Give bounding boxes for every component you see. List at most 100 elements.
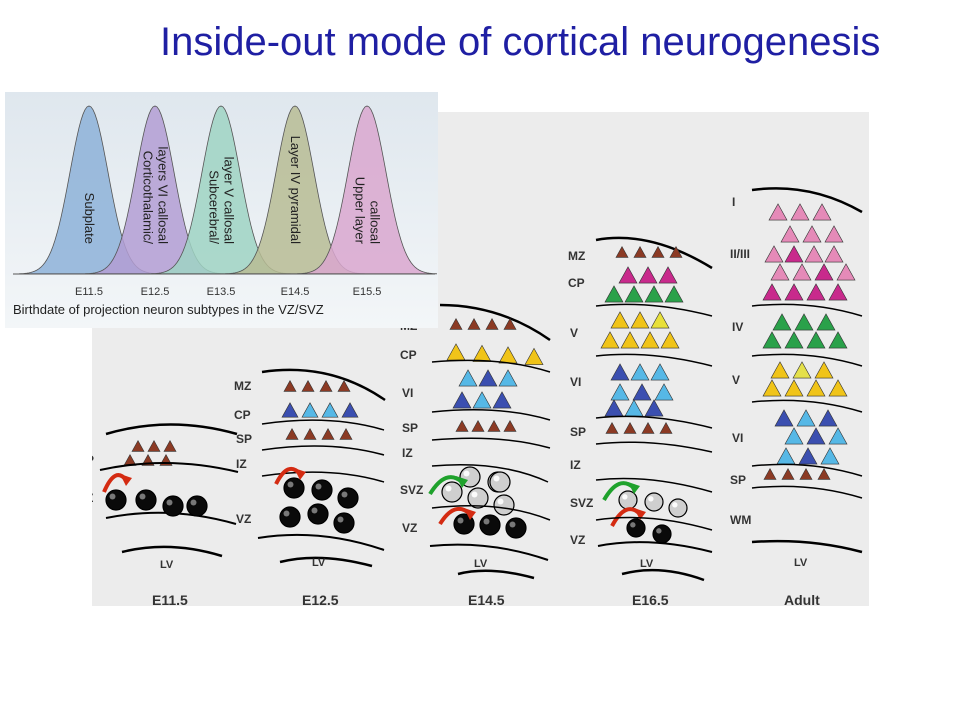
- neuron-triangle: [824, 245, 844, 263]
- cell-highlight: [311, 507, 318, 514]
- curve-label-line: Layer IV pyramidal: [288, 136, 303, 244]
- layer-label: I: [732, 195, 735, 209]
- neuron-triangle: [487, 419, 501, 432]
- layer-boundary: [751, 399, 863, 413]
- neuron-triangle: [341, 402, 359, 418]
- cell-highlight: [463, 470, 470, 477]
- progenitor-cell-vz: [162, 495, 184, 517]
- neuron-triangle: [283, 379, 297, 392]
- progenitor-cell-vz: [626, 518, 646, 538]
- curve-label-line: callosal: [368, 201, 383, 244]
- lv-label: LV: [312, 557, 326, 569]
- tick-label: E15.5: [353, 286, 382, 298]
- stage-diagram: PPVZLVE11.5MZCPSPIZVZLVE12.5MZCPVISPIZSV…: [78, 187, 863, 608]
- layer-label: IZ: [402, 446, 413, 460]
- layer-label: VI: [570, 375, 581, 389]
- cell-highlight: [139, 493, 146, 500]
- neuron-triangle: [824, 225, 844, 243]
- progenitor-cell-vz: [333, 512, 355, 534]
- cell-highlight: [445, 485, 452, 492]
- neuron-triangle: [623, 421, 637, 434]
- neuron-triangle: [790, 203, 810, 221]
- curve-label-line: Corticothalamic/: [141, 151, 156, 245]
- neuron-triangle: [610, 363, 630, 381]
- cell-highlight: [457, 517, 464, 524]
- lv-label: LV: [474, 558, 488, 570]
- progenitor-cell-vz: [505, 517, 527, 539]
- layer-label: VZ: [570, 533, 585, 547]
- layer-label: VI: [402, 386, 413, 400]
- layer-label: WM: [730, 513, 751, 527]
- neuron-triangle: [768, 203, 788, 221]
- neuron-triangle: [458, 369, 478, 387]
- layer-boundary: [105, 423, 238, 436]
- stage-title: Adult: [784, 592, 820, 606]
- tick-label: E12.5: [141, 286, 170, 298]
- neuron-triangle: [772, 313, 792, 331]
- layer-label: CP: [568, 276, 585, 290]
- neuron-triangle: [784, 379, 804, 397]
- neuron-triangle: [131, 439, 145, 452]
- neuron-triangle: [762, 283, 782, 301]
- neuron-triangle: [449, 317, 463, 330]
- layer-boundary: [595, 236, 713, 270]
- neuron-triangle: [806, 379, 826, 397]
- layer-boundary: [121, 545, 223, 558]
- neuron-triangle: [163, 439, 177, 452]
- division-arrow-head: [294, 468, 306, 480]
- layer-boundary: [595, 303, 713, 317]
- cell-highlight: [622, 494, 628, 500]
- curve-label-line: Upper layer: [353, 177, 368, 245]
- neuron-triangle: [659, 421, 673, 434]
- layer-boundary: [751, 353, 863, 367]
- neuron-triangle: [455, 419, 469, 432]
- layer-boundary: [751, 463, 863, 477]
- neuron-triangle: [762, 379, 782, 397]
- layer-label: V: [732, 373, 740, 387]
- cell-highlight: [341, 491, 348, 498]
- neuron-triangle: [640, 331, 660, 349]
- layer-boundary: [431, 437, 551, 449]
- lv-label: LV: [160, 559, 174, 571]
- layer-boundary: [751, 485, 863, 499]
- neuron-triangle: [792, 361, 812, 379]
- neuron-triangle: [605, 421, 619, 434]
- neuron-triangle: [641, 421, 655, 434]
- layer-boundary: [595, 516, 713, 531]
- layer-boundary: [261, 471, 385, 483]
- neuron-triangle: [654, 383, 674, 401]
- curve-label-line: Subplate: [82, 193, 97, 244]
- neuron-triangle: [147, 439, 161, 452]
- neuron-triangle: [770, 361, 790, 379]
- progenitor-cell-vz: [283, 477, 305, 499]
- neuron-triangle: [632, 383, 652, 401]
- neuron-triangle: [610, 383, 630, 401]
- cell-highlight: [315, 483, 322, 490]
- layer-label: SP: [570, 425, 586, 439]
- division-arrow-green-head: [628, 482, 640, 494]
- neuron-triangle: [478, 369, 498, 387]
- layer-label: PP: [92, 453, 94, 467]
- stage-title: E16.5: [632, 592, 669, 606]
- cell-highlight: [166, 499, 173, 506]
- neuron-triangle: [651, 245, 665, 258]
- cell-highlight: [471, 491, 478, 498]
- neuron-triangle: [814, 361, 834, 379]
- neuron-triangle: [776, 447, 796, 465]
- layer-label: CP: [400, 348, 417, 362]
- neuron-triangle: [784, 427, 804, 445]
- layer-boundary: [595, 477, 713, 493]
- neuron-triangle: [816, 313, 836, 331]
- neuron-triangle: [303, 427, 317, 440]
- neuron-triangle: [774, 409, 794, 427]
- neuron-triangle: [658, 266, 678, 284]
- cell-highlight: [337, 516, 344, 523]
- neuron-triangle: [763, 467, 777, 480]
- neuron-triangle: [624, 399, 644, 417]
- neuron-triangle: [301, 402, 319, 418]
- neuron-triangle: [784, 283, 804, 301]
- layer-boundary: [621, 568, 705, 582]
- neuron-triangle: [799, 467, 813, 480]
- layer-boundary: [595, 441, 713, 453]
